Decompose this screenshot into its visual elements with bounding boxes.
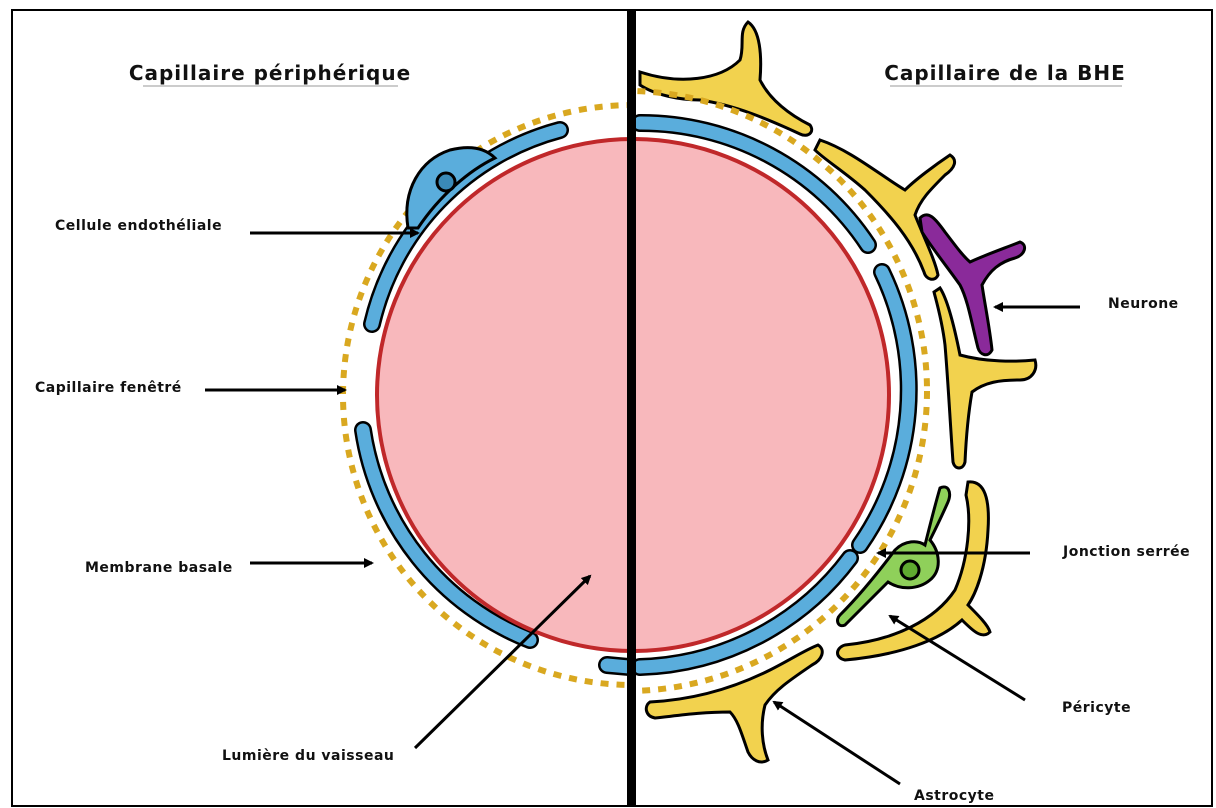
title-right: Capillaire de la BHE <box>884 61 1126 85</box>
label-fenestrated: Capillaire fenêtré <box>35 380 182 396</box>
label-tight-junction: Jonction serrée <box>1062 544 1190 560</box>
label-neuron: Neurone <box>1108 296 1179 312</box>
endothelial-nucleus <box>437 173 455 191</box>
label-lumen: Lumière du vaisseau <box>222 748 394 764</box>
arrow-astrocyte <box>774 702 900 784</box>
label-endothelial: Cellule endothéliale <box>55 218 222 234</box>
arrow-pericyte <box>890 616 1025 700</box>
neuron <box>920 215 1025 355</box>
pericyte-nucleus <box>901 561 919 579</box>
title-left: Capillaire périphérique <box>129 61 411 85</box>
center-divider <box>627 10 636 806</box>
label-pericyte: Péricyte <box>1062 700 1131 716</box>
label-basal-membrane: Membrane basale <box>85 560 233 576</box>
label-astrocyte: Astrocyte <box>914 788 995 804</box>
